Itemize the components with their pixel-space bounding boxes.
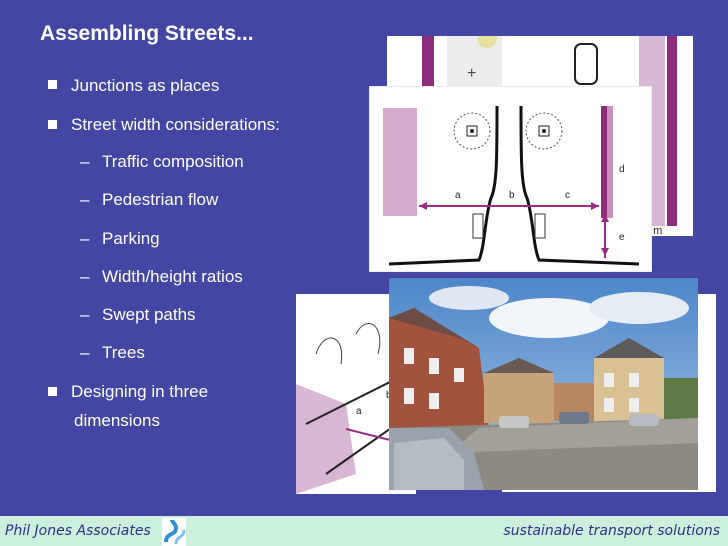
sub-bullet-ratios: Width/height ratios	[102, 267, 243, 286]
footer-bar: Phil Jones Associates sustainable transp…	[0, 516, 728, 546]
dash-icon: –	[80, 267, 90, 286]
bullet-designing-cont: dimensions	[74, 411, 160, 430]
dash-icon: –	[80, 305, 90, 324]
bullet-square-icon	[48, 120, 57, 129]
sub-bullet-swept: Swept paths	[102, 305, 196, 324]
sub-bullet-traffic: Traffic composition	[102, 152, 244, 171]
sub-bullet-parking: Parking	[102, 229, 160, 248]
dash-icon: –	[80, 229, 90, 248]
label-a: a	[455, 190, 461, 201]
slide-title: Assembling Streets...	[40, 22, 254, 45]
bullet-street-width: Street width considerations:	[71, 115, 280, 134]
bullet-designing: Designing in three	[71, 382, 209, 401]
dash-icon: –	[80, 190, 90, 209]
bullet-square-icon	[48, 80, 57, 89]
sub-bullet-trees: Trees	[102, 343, 145, 362]
label-d: d	[619, 164, 625, 175]
sub-bullet-pedestrian: Pedestrian flow	[102, 190, 219, 209]
bullet-junctions: Junctions as places	[71, 76, 220, 95]
footer-company: Phil Jones Associates	[5, 523, 151, 539]
dash-icon: –	[80, 343, 90, 362]
street-plan-front-image: a b c d e	[369, 86, 652, 272]
wave-logo-icon	[162, 518, 186, 546]
label-a-sketch: a	[356, 406, 362, 417]
street-photo-image	[389, 278, 698, 490]
label-e: e	[619, 232, 625, 243]
label-c: c	[565, 190, 570, 201]
dash-icon: –	[80, 152, 90, 171]
bullet-square-icon	[48, 387, 57, 396]
svg-text:+: +	[467, 65, 476, 82]
footer-tagline: sustainable transport solutions	[503, 523, 720, 539]
label-b: b	[509, 190, 515, 201]
